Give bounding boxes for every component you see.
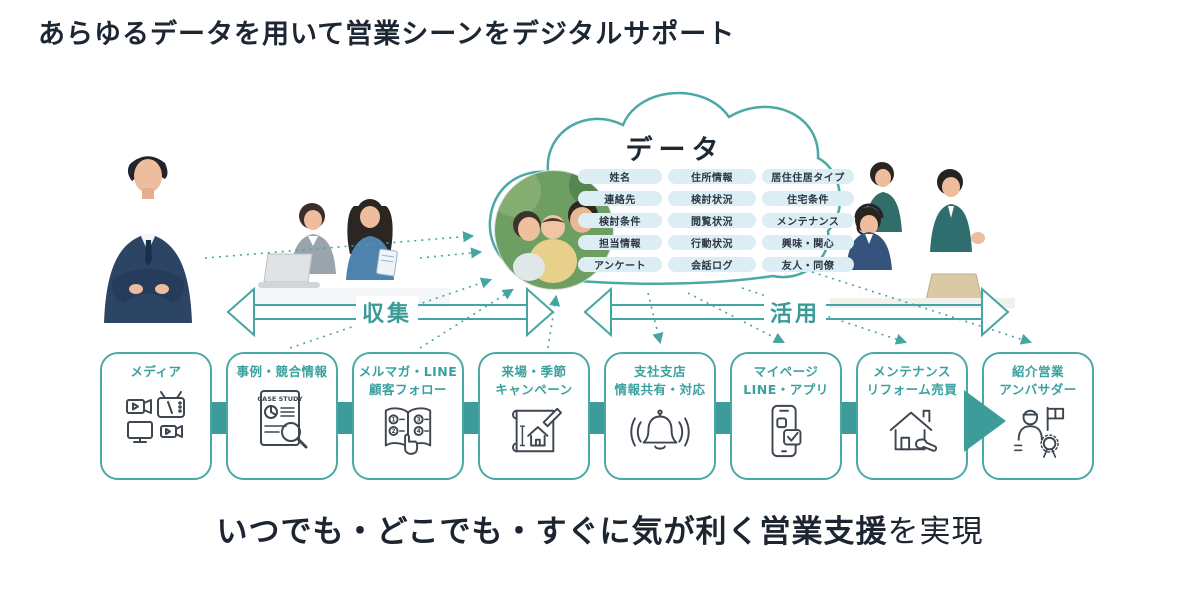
dotted-arrow-collect	[547, 294, 561, 349]
data-item: 連絡先	[578, 191, 662, 206]
house-maintenance-icon	[889, 410, 938, 452]
box-connector	[338, 402, 352, 434]
sales-team-photo	[830, 162, 1015, 308]
box-label: 来場・季節 キャンペーン	[495, 364, 573, 398]
mobile-app-icon	[771, 405, 802, 458]
box-campaign: 来場・季節 キャンペーン	[478, 352, 590, 480]
utilize-label: 活用	[764, 296, 827, 328]
data-item: 会話ログ	[668, 257, 756, 272]
box-connector	[464, 402, 478, 434]
case-study-doc-label: CASE STUDY	[257, 395, 303, 403]
box-maintenance: メンテナンス リフォーム売買	[856, 352, 968, 480]
data-item: 行動状況	[668, 235, 756, 250]
box-label: メンテナンス リフォーム売買	[866, 364, 958, 398]
data-item: 興味・関心	[762, 235, 854, 250]
newsletter-follow-icon: 1 2 3 4	[384, 407, 432, 456]
box-media: メディア	[100, 352, 212, 480]
footer-suffix: を実現	[887, 514, 984, 550]
numbered-item: 3	[417, 418, 421, 424]
box-mypage-app: マイページ LINE・アプリ	[730, 352, 842, 480]
ambassador-icon	[1014, 407, 1065, 459]
box-newsletter-line: メルマガ・LINE 顧客フォロー 1 2 3 4	[352, 352, 464, 480]
page-title: あらゆるデータを用いて営業シーンをデジタルサポート	[38, 19, 736, 50]
footer-headline: いつでも・どこでも・すぐに気が利く営業支援を実現	[0, 506, 1200, 551]
dotted-arrow-utilize	[647, 292, 664, 345]
family-photo	[494, 170, 614, 290]
campaign-blueprint-icon	[512, 408, 562, 453]
numbered-item: 2	[392, 429, 396, 435]
data-item: 居住住居タイプ	[762, 169, 854, 184]
box-ambassador: 紹介営業 アンバサダー	[982, 352, 1094, 480]
data-item: 住所情報	[668, 169, 756, 184]
box-label: メディア	[130, 364, 182, 379]
cloud-title: データ	[625, 135, 725, 166]
data-item: 住宅条件	[762, 191, 854, 206]
data-item: 検討状況	[668, 191, 756, 206]
box-connector	[212, 402, 226, 434]
data-item: 検討条件	[578, 213, 662, 228]
data-item: 姓名	[578, 169, 662, 184]
footer-emphasis: いつでも・どこでも・すぐに気が利く営業支援	[216, 514, 888, 550]
box-branch-share: 支社支店 情報共有・対応	[604, 352, 716, 480]
media-devices-icon	[126, 391, 185, 444]
box-label: 紹介営業 アンバサダー	[999, 364, 1077, 398]
box-label: マイページ LINE・アプリ	[743, 364, 829, 398]
box-label: 事例・競合情報	[236, 364, 328, 379]
box-label: 支社支店 情報共有・対応	[614, 364, 706, 398]
data-item: アンケート	[578, 257, 662, 272]
notification-bell-icon	[630, 409, 690, 450]
data-item: メンテナンス	[762, 213, 854, 228]
box-connector	[842, 402, 856, 434]
box-case-study: 事例・競合情報 CASE STUDY	[226, 352, 338, 480]
result-arrow-icon	[964, 390, 1006, 452]
numbered-item: 4	[417, 429, 421, 435]
data-item: 閲覧状況	[668, 213, 756, 228]
box-connector	[716, 402, 730, 434]
data-item: 友人・同僚	[762, 257, 854, 272]
box-connector	[590, 402, 604, 434]
box-label: メルマガ・LINE 顧客フォロー	[358, 364, 458, 398]
collect-label: 収集	[356, 296, 419, 328]
office-team-photo	[250, 199, 450, 307]
businessman-photo	[104, 156, 192, 323]
numbered-item: 1	[392, 418, 396, 424]
data-item: 担当情報	[578, 235, 662, 250]
case-study-icon: CASE STUDY	[257, 390, 308, 449]
